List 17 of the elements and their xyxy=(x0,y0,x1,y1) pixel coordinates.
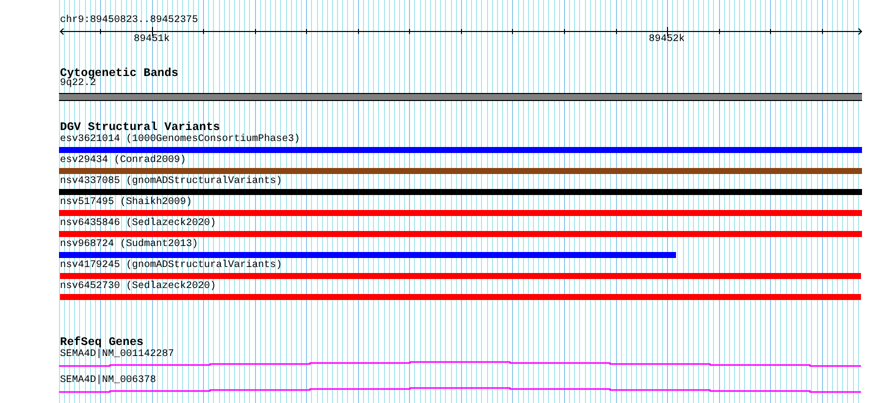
variant-label: nsv6435846 (Sedlazeck2020) xyxy=(60,218,216,229)
track-heading: RefSeq Genes xyxy=(60,336,144,349)
tick-label: 89451k xyxy=(134,34,170,45)
variant-label: nsv968724 (Sudmant2013) xyxy=(60,239,198,250)
variant-label: nsv517495 (Shaikh2009) xyxy=(60,197,192,208)
track-heading: DGV Structural Variants xyxy=(60,121,220,134)
variant-label: esv29434 (Conrad2009) xyxy=(60,155,186,166)
variant-label: nsv4179245 (gnomADStructuralVariants) xyxy=(60,260,282,271)
location-label: chr9:89450823..89452375 xyxy=(60,15,198,26)
variant-label: esv3621014 (1000GenomesConsortiumPhase3) xyxy=(60,134,300,145)
tick-label: 89452k xyxy=(648,34,685,45)
band-label: 9q22.2 xyxy=(60,78,96,89)
variant-label: nsv4337085 (gnomADStructuralVariants) xyxy=(60,176,282,187)
gene-label: SEMA4D|NM_006378 xyxy=(60,375,156,386)
variant-label: nsv6452730 (Sedlazeck2020) xyxy=(60,281,216,292)
track-heading: Cytogenetic Bands xyxy=(60,67,178,80)
gene-label: SEMA4D|NM_001142287 xyxy=(60,349,174,360)
